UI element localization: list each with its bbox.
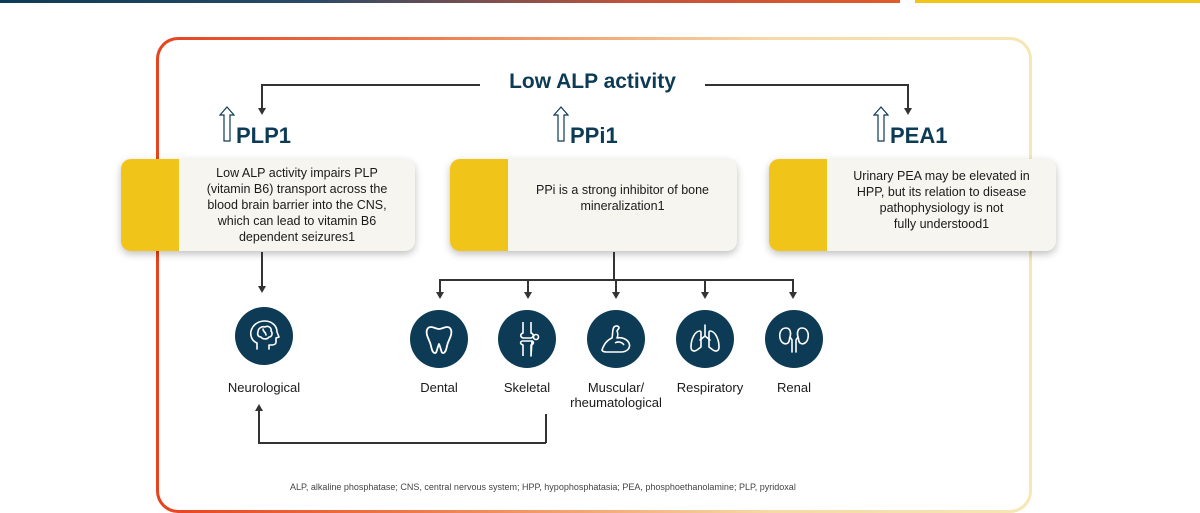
kidneys-icon	[778, 327, 810, 353]
arrowhead	[436, 292, 444, 299]
card-ppi: PPi is a strong inhibitor of bone minera…	[450, 159, 737, 251]
arrowhead	[612, 292, 620, 299]
dental-circle	[410, 310, 468, 368]
connector-drop-dental	[439, 279, 441, 293]
connector-drop-muscular	[615, 279, 617, 293]
arrowhead	[258, 108, 266, 115]
connector-title-right-down	[907, 84, 909, 110]
card-pea: Urinary PEA may be elevated in HPP, but …	[769, 159, 1056, 251]
card-accent	[769, 159, 827, 251]
connector-title-left-down	[261, 84, 263, 110]
arrowhead	[524, 292, 532, 299]
connector-drop-renal	[792, 279, 794, 293]
connector-ppi-stem	[613, 252, 615, 280]
card-text: PPi is a strong inhibitor of bone minera…	[535, 183, 710, 213]
heading-pea: PEA1	[890, 123, 948, 148]
knee-joint-icon	[519, 322, 540, 357]
card-plp: Low ALP activity impairs PLP (vitamin B6…	[121, 159, 415, 251]
outcome-label-skeletal: Skeletal	[503, 380, 551, 395]
footnote: ALP, alkaline phosphatase; CNS, central …	[290, 482, 796, 492]
arrowhead	[789, 292, 797, 299]
heading-plp: PLP1	[236, 123, 292, 148]
connector-title-right	[688, 84, 909, 86]
connector-feedback-up	[258, 410, 260, 443]
connector-drop-skeletal	[527, 279, 529, 293]
connector-title-left	[262, 84, 494, 86]
diagram-title: Low ALP activity	[480, 70, 705, 94]
skeletal-circle	[498, 310, 556, 368]
tooth-icon	[425, 326, 453, 354]
connector-feedback-bottom	[258, 442, 546, 444]
muscular-circle	[587, 310, 645, 368]
outcome-label-dental: Dental	[420, 380, 458, 395]
top-gradient-bar	[0, 0, 900, 3]
respiratory-circle	[676, 310, 734, 368]
outcome-label-neurological: Neurological	[227, 380, 301, 395]
neurological-circle	[235, 307, 293, 365]
outcome-label-respiratory: Respiratory	[676, 380, 744, 395]
arrowhead	[904, 108, 912, 115]
arrowhead	[255, 404, 263, 411]
renal-circle	[765, 310, 823, 368]
card-text: Low ALP activity impairs PLP (vitamin B6…	[206, 166, 388, 244]
connector-drop-respiratory	[704, 279, 706, 293]
arrowhead	[258, 286, 266, 293]
top-yellow-bar	[915, 0, 1200, 3]
card-accent	[121, 159, 179, 251]
up-arrow-icon	[219, 106, 235, 142]
up-arrow-icon	[873, 106, 889, 142]
connector-plp-down	[261, 252, 263, 288]
connector-ppi-branch	[439, 279, 794, 281]
heading-ppi: PPi1	[570, 123, 618, 148]
card-accent	[450, 159, 508, 251]
flexed-arm-icon	[601, 325, 631, 353]
connector-feedback-right	[545, 414, 547, 443]
brain-head-icon	[249, 320, 280, 350]
arrowhead	[701, 292, 709, 299]
card-text: Urinary PEA may be elevated in HPP, but …	[853, 169, 1030, 231]
outcome-label-muscular: Muscular/ rheumatological	[570, 380, 662, 410]
outcome-label-renal: Renal	[777, 380, 811, 395]
lungs-icon	[690, 324, 720, 352]
up-arrow-icon	[553, 106, 569, 142]
